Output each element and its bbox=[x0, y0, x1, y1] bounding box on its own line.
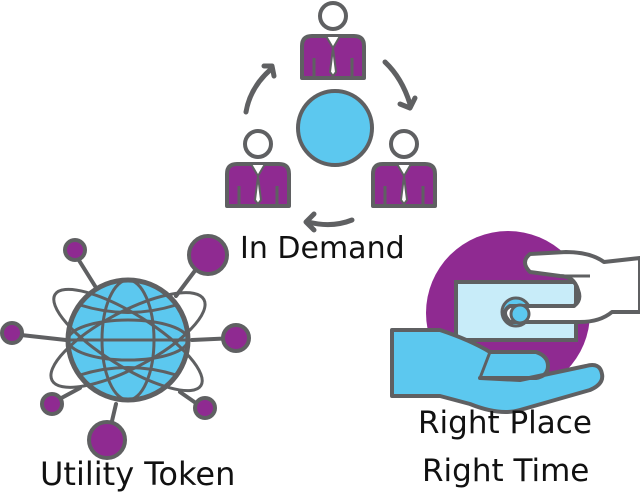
center-circle bbox=[296, 89, 374, 167]
in-demand-label: In Demand bbox=[240, 231, 405, 266]
right-place-label: Right Place bbox=[418, 405, 592, 441]
network-globe-icon bbox=[0, 234, 251, 460]
person-icon-right bbox=[371, 129, 437, 208]
person-icon-top bbox=[300, 1, 366, 80]
people-cycle-icon bbox=[225, 1, 437, 233]
person-icon-left bbox=[225, 129, 291, 208]
hand-money-exchange-icon bbox=[390, 231, 640, 414]
cycle-arrows bbox=[243, 59, 418, 233]
right-time-label: Right Time bbox=[422, 453, 590, 489]
utility-token-label: Utility Token bbox=[40, 455, 236, 493]
